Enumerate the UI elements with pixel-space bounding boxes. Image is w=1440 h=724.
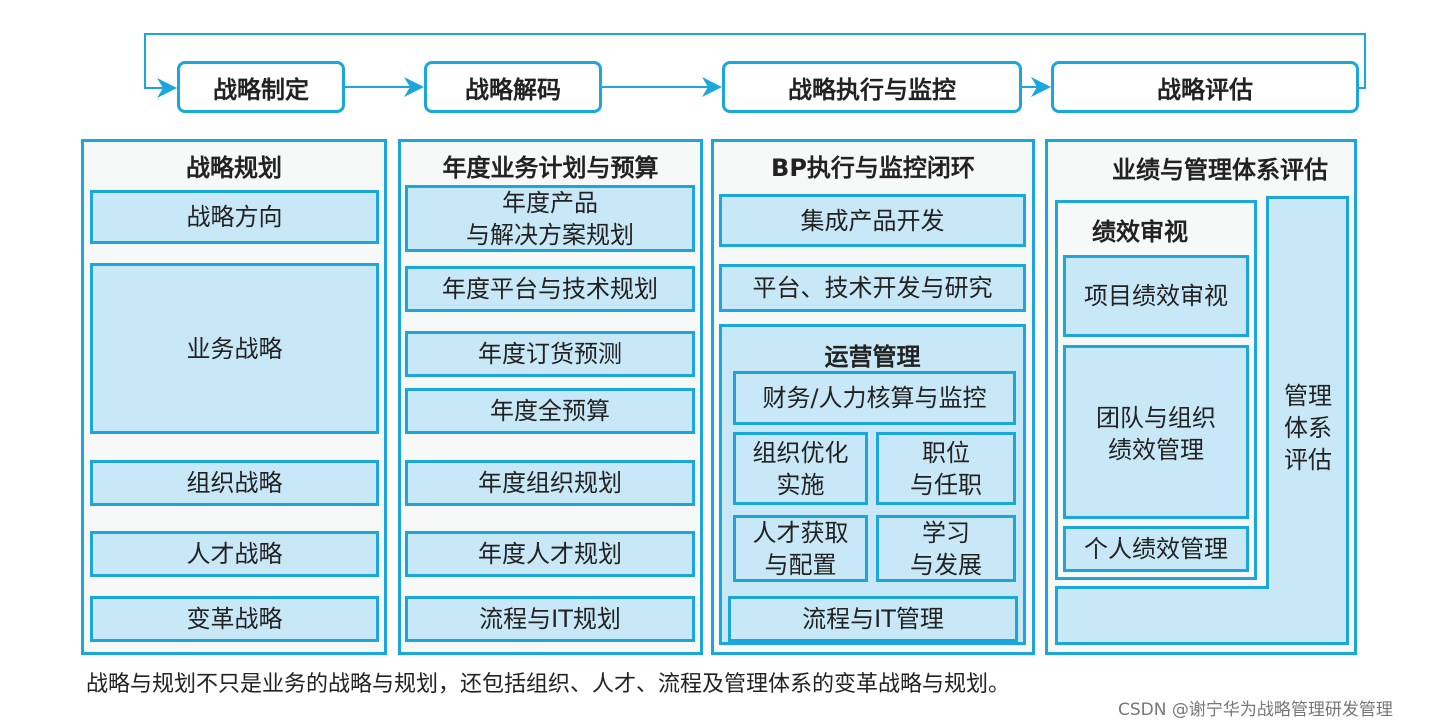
box: 年度平台与技术规划 [405, 266, 695, 312]
box: 年度订货预测 [405, 331, 695, 377]
box: 集成产品开发 [719, 194, 1026, 247]
box: 平台、技术开发与研究 [719, 264, 1026, 312]
box: 流程与IT规划 [405, 596, 695, 642]
box: 个人绩效管理 [1063, 526, 1249, 572]
flow-step-evaluate: 战略评估 [1051, 61, 1359, 113]
panel-title: 业绩与管理体系评估 [1112, 156, 1328, 184]
box: 年度人才规划 [405, 531, 695, 577]
box: 变革战略 [90, 596, 379, 642]
flow-step-formulate: 战略制定 [177, 61, 345, 113]
box: 学习 与发展 [876, 515, 1016, 582]
flow-arrows [144, 33, 1366, 98]
box: 流程与IT管理 [728, 596, 1018, 642]
flow-step-execute: 战略执行与监控 [722, 61, 1022, 113]
review-title: 绩效审视 [1092, 218, 1188, 246]
mgmt-system-eval: 管理 体系 评估 [1284, 382, 1332, 474]
watermark: CSDN @谢宁华为战略管理研发管理 [1118, 700, 1393, 720]
mgmt-l-shape [1055, 196, 1349, 645]
caption: 战略与规划不只是业务的战略与规划，还包括组织、人才、流程及管理体系的变革战略与规… [86, 672, 1011, 697]
box: 人才获取 与配置 [733, 515, 868, 582]
box: 业务战略 [90, 263, 379, 434]
box: 组织优化 实施 [733, 432, 868, 505]
operations-title: 运营管理 [824, 343, 921, 371]
box: 战略方向 [90, 190, 379, 244]
box: 职位 与任职 [876, 432, 1016, 505]
panel-title: 战略规划 [186, 154, 282, 182]
box: 项目绩效审视 [1063, 255, 1249, 337]
box: 人才战略 [90, 531, 379, 577]
box: 年度全预算 [405, 388, 695, 434]
panel-title: BP执行与监控闭环 [771, 154, 975, 182]
box: 年度产品 与解决方案规划 [405, 185, 695, 252]
box: 财务/人力核算与监控 [733, 371, 1016, 425]
box: 年度组织规划 [405, 460, 695, 506]
flow-step-decode: 战略解码 [424, 61, 602, 113]
box: 团队与组织 绩效管理 [1063, 345, 1249, 519]
panel-title: 年度业务计划与预算 [442, 154, 659, 182]
box: 组织战略 [90, 460, 379, 506]
